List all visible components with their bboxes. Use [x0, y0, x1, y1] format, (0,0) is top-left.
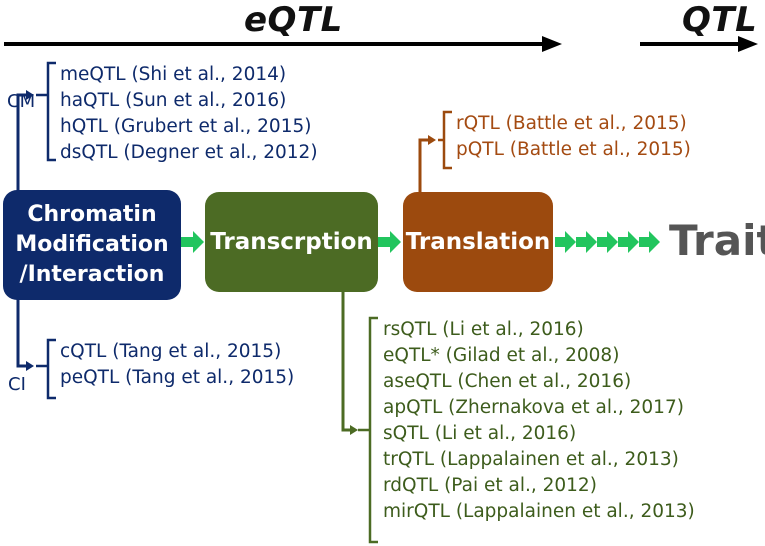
ci-label: CI [8, 374, 26, 395]
ci-item: peQTL (Tang et al., 2015) [60, 367, 295, 388]
eqtl-header: eQTL [244, 0, 343, 40]
transcription-item: aseQTL (Chen et al., 2016) [383, 371, 632, 392]
translation-item: pQTL (Battle et al., 2015) [456, 139, 691, 160]
transcription-item: eQTL* (Gilad et al., 2008) [383, 345, 620, 366]
flow-arrow-2 [378, 231, 401, 253]
transcription-item: apQTL (Zhernakova et al., 2017) [383, 397, 684, 418]
translation-item: rQTL (Battle et al., 2015) [456, 113, 687, 134]
flow-arrow-5 [597, 231, 618, 253]
transcription-box: Transcrption [205, 192, 378, 292]
transcription-item: rdQTL (Pai et al., 2012) [383, 475, 597, 496]
trait-label: Trait [669, 216, 765, 265]
chromatin-line3: /Interaction [19, 262, 165, 287]
chromatin-line1: Chromatin [27, 202, 157, 227]
flow-arrow-1 [181, 231, 204, 253]
transcription-connector [341, 292, 352, 432]
cm-item: hQTL (Grubert et al., 2015) [60, 116, 312, 137]
ci-item: cQTL (Tang et al., 2015) [60, 341, 282, 362]
cm-connector [16, 93, 28, 192]
transcription-arrowhead [350, 425, 358, 435]
cm-item: dsQTL (Degner et al., 2012) [60, 142, 318, 163]
flow-arrow-7 [639, 231, 660, 253]
cm-arrowhead [26, 90, 34, 100]
ci-list: cQTL (Tang et al., 2015) peQTL (Tang et … [60, 339, 294, 391]
transcription-list: rsQTL (Li et al., 2016) eQTL* (Gilad et … [383, 317, 695, 525]
flow-arrow-3 [555, 231, 576, 253]
translation-connector [418, 138, 430, 192]
transcription-item: sQTL (Li et al., 2016) [383, 423, 577, 444]
transcription-item: mirQTL (Lappalainen et al., 2013) [383, 501, 695, 522]
ci-connector [16, 300, 28, 368]
ci-arrowhead [26, 361, 34, 371]
flow-arrow-6 [618, 231, 639, 253]
eqtl-arrowhead [542, 36, 562, 52]
transcription-label: Transcrption [210, 229, 373, 255]
flow-arrow-4 [576, 231, 597, 253]
cm-item: haQTL (Sun et al., 2016) [60, 90, 287, 111]
qtl-header: QTL [682, 0, 758, 40]
transcription-item: rsQTL (Li et al., 2016) [383, 319, 584, 340]
translation-bracket [442, 110, 452, 170]
transcription-item: trQTL (Lappalainen et al., 2013) [383, 449, 679, 470]
cm-item: meQTL (Shi et al., 2014) [60, 64, 287, 85]
translation-box: Translation [403, 192, 553, 292]
translation-label: Translation [405, 229, 551, 255]
ci-bracket [46, 338, 56, 400]
cm-bracket [46, 61, 56, 162]
translation-list: rQTL (Battle et al., 2015) pQTL (Battle … [456, 111, 691, 163]
chromatin-line2: Modification [15, 232, 169, 257]
cm-list: meQTL (Shi et al., 2014) haQTL (Sun et a… [60, 62, 318, 166]
qtl-arrowhead [738, 36, 758, 52]
transcription-bracket [368, 316, 378, 544]
cm-label: CM [7, 91, 36, 112]
translation-arrowhead [428, 135, 436, 145]
chromatin-box: Chromatin Modification /Interaction [3, 190, 181, 300]
chromatin-box-text: Chromatin Modification /Interaction [15, 200, 168, 290]
